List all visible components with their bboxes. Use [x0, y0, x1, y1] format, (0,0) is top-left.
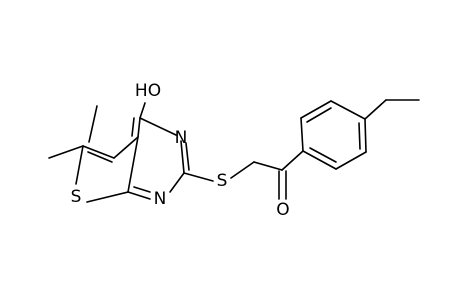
bond-benz-5-6 — [335, 151, 367, 170]
bond-thiophene-c5-c4-inner — [87, 151, 113, 163]
bond-methyl-upper — [88, 105, 98, 143]
bond-benz-4-5-inner — [358, 122, 361, 150]
bond-thiophene-c4-c4a — [113, 136, 139, 159]
bond-ch2-co — [253, 161, 283, 171]
bond-benz-2-3 — [300, 100, 332, 119]
atom-label-pyrimidine-n-upper: N — [175, 128, 188, 148]
bond-pyr-n3-c2 — [180, 140, 185, 174]
bond-benz-3-4 — [330, 100, 366, 120]
atom-label-thioether-s: S — [217, 171, 228, 191]
bond-pyr-n3-c2-inner — [185, 142, 190, 171]
bond-thiophene-s-c7a — [86, 191, 129, 203]
bond-thiophene-c5-c4 — [82, 145, 115, 159]
bond-pyr-c4-oh — [139, 102, 146, 119]
bond-s-ch2 — [230, 161, 255, 179]
bond-pyr-n1-c7a — [127, 191, 151, 200]
bond-pyr-c4a-c4 — [137, 117, 141, 138]
bond-thiophene-c5-s — [75, 145, 84, 185]
bonds — [48, 99, 420, 203]
bond-thiophene-c7a-c4a — [127, 136, 139, 193]
bond-pyr-c2-n1 — [169, 172, 185, 193]
bond-benz-4-5 — [364, 118, 367, 153]
bond-pyr-c4-n3 — [139, 117, 177, 136]
bond-co-aryl — [281, 150, 304, 171]
bond-benz-6-1-inner — [309, 147, 337, 163]
atom-label-thiophene-s: S — [71, 187, 82, 207]
atom-label-hydroxyl: HO — [135, 81, 161, 101]
bond-pyr-n1-c7a-inner — [133, 186, 151, 193]
bond-c2-s — [183, 172, 214, 182]
bond-benz-6-1 — [302, 150, 337, 170]
atom-label-carbonyl-o: O — [276, 200, 289, 220]
bond-methyl-lower — [48, 145, 84, 159]
bond-ethyl-1 — [364, 99, 387, 120]
bond-pyr-c4-c4a-inner — [131, 117, 135, 137]
bond-benz-1-2 — [300, 117, 304, 152]
atom-labels: HO N N S S O — [71, 81, 290, 220]
bond-benz-2-3-inner — [306, 107, 332, 123]
atom-label-pyrimidine-n-lower: N — [154, 189, 167, 209]
